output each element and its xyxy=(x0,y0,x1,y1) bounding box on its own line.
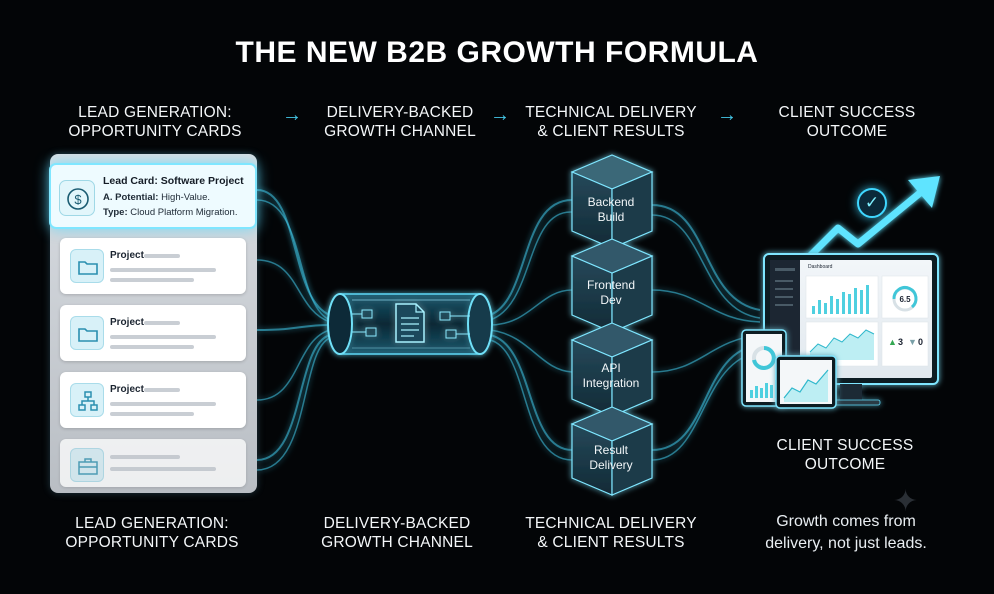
project-card-title: Project xyxy=(110,250,144,261)
svg-text:$: $ xyxy=(74,192,82,207)
opportunity-cards-panel: $ Lead Card: Software Project A. Potenti… xyxy=(49,154,257,493)
dollar-icon: $ xyxy=(59,180,95,216)
project-card-title: Project xyxy=(110,384,144,395)
stage-label-growth-channel-bottom: DELIVERY-BACKED GROWTH CHANNEL xyxy=(321,515,473,551)
page-title: THE NEW B2B GROWTH FORMULA xyxy=(235,36,759,69)
light-streams-right xyxy=(651,204,761,461)
lead-card-type: Type: Cloud Platform Migration. xyxy=(103,207,238,218)
stage-label-growth-channel: DELIVERY-BACKED GROWTH CHANNEL xyxy=(324,104,476,140)
hierarchy-icon xyxy=(70,383,104,417)
light-streams-left xyxy=(256,189,331,471)
growth-arrow-icon xyxy=(804,176,940,262)
stage-label-technical-delivery: TECHNICAL DELIVERY & CLIENT RESULTS xyxy=(525,104,697,140)
project-card[interactable] xyxy=(60,439,246,487)
stage-label-technical-delivery-bottom: TECHNICAL DELIVERY & CLIENT RESULTS xyxy=(525,515,697,551)
arrow-right-icon: → xyxy=(282,104,302,126)
light-streams-middle xyxy=(489,199,573,461)
project-card[interactable]: Project xyxy=(60,305,246,361)
document-icon xyxy=(395,303,425,343)
project-card-title: Project xyxy=(110,317,144,328)
thumbs-up-icon: ▲ xyxy=(888,337,897,347)
dashboard-title: Dashboard xyxy=(808,264,833,270)
folder-icon xyxy=(70,249,104,283)
project-card[interactable]: Project xyxy=(60,238,246,294)
delivery-tube xyxy=(327,293,493,355)
sparkle-icon: ✦ xyxy=(893,485,919,518)
briefcase-icon xyxy=(70,448,104,482)
lead-card-title: Lead Card: Software Project xyxy=(103,175,244,187)
arrow-right-icon: → xyxy=(717,104,737,126)
tagline: Growth comes from delivery, not just lea… xyxy=(765,513,927,552)
cube-api-integration xyxy=(570,322,654,417)
gauge-value: 6.5 xyxy=(899,295,911,304)
stage-label-client-success: CLIENT SUCCESS OUTCOME xyxy=(778,104,916,140)
folder-icon xyxy=(70,316,104,350)
stage-label-lead-generation: LEAD GENERATION: OPPORTUNITY CARDS xyxy=(68,104,242,140)
phone-device xyxy=(775,355,837,409)
stack-label-frontend-dev: Frontend Dev xyxy=(586,278,636,307)
thumbs-down-count: 0 xyxy=(918,337,923,347)
cube-frontend-dev xyxy=(570,238,654,333)
stack-label-api-integration: API Integration xyxy=(582,361,640,390)
cube-result-delivery xyxy=(570,406,654,496)
outcome-label: CLIENT SUCCESS OUTCOME xyxy=(776,437,914,473)
dashboard-monitor: Dashboard 6.5 ▲ 3 ▼ 0 xyxy=(763,253,939,406)
check-icon: ✓ xyxy=(857,188,887,218)
lead-card[interactable]: $ Lead Card: Software Project A. Potenti… xyxy=(49,163,257,229)
arrow-right-icon: → xyxy=(490,104,510,126)
thumbs-up-count: 3 xyxy=(898,337,903,347)
project-card[interactable]: Project xyxy=(60,372,246,428)
lead-card-potential: A. Potential: High-Value. xyxy=(103,192,210,203)
stack-label-backend-build: Backend Build xyxy=(587,195,635,224)
stage-label-lead-generation-bottom: LEAD GENERATION: OPPORTUNITY CARDS xyxy=(65,515,239,551)
delivery-stack xyxy=(570,154,654,496)
stack-label-result-delivery: Result Delivery xyxy=(589,443,633,472)
thumbs-down-icon: ▼ xyxy=(908,337,917,347)
